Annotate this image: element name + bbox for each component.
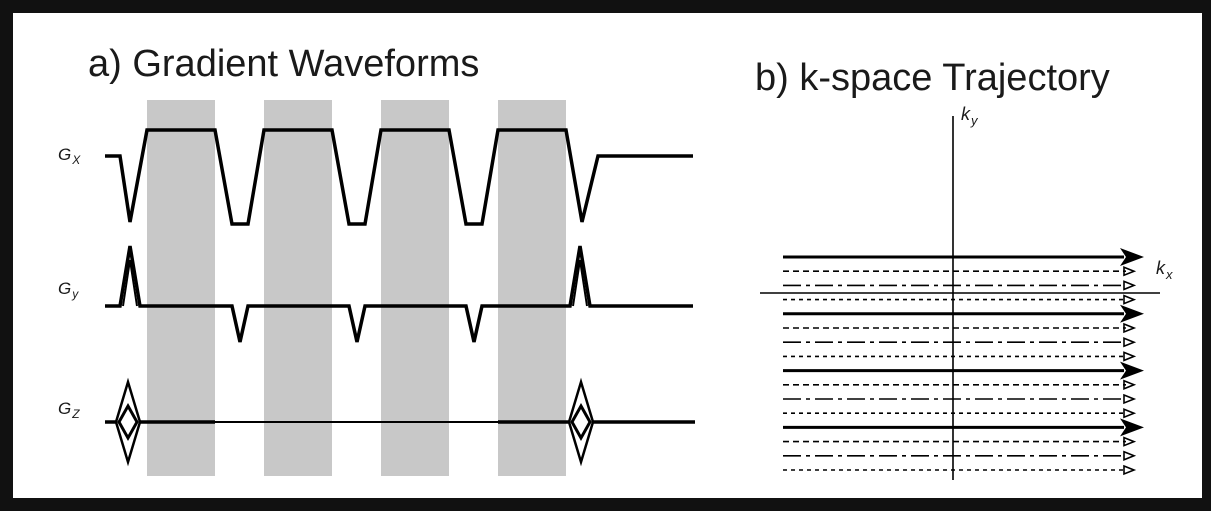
trajectory-arrowhead bbox=[1123, 408, 1137, 419]
trajectory-arrowhead bbox=[1120, 361, 1144, 380]
kspace-trajectory-panel: b) k-space Trajectory ky kx bbox=[755, 57, 1173, 480]
panel-a-title: a) Gradient Waveforms bbox=[88, 43, 479, 85]
trajectory-arrowhead bbox=[1123, 379, 1137, 390]
panel-b-title: b) k-space Trajectory bbox=[755, 57, 1110, 99]
gz-label: GZ bbox=[58, 399, 80, 421]
gy-label: Gy bbox=[58, 279, 79, 301]
readout-window-2 bbox=[264, 100, 332, 476]
trajectory-arrowhead bbox=[1123, 393, 1137, 405]
readout-windows bbox=[147, 100, 566, 476]
trajectory-arrowhead bbox=[1120, 248, 1144, 266]
trajectory-arrowhead bbox=[1123, 436, 1137, 447]
trajectory-arrowhead bbox=[1123, 294, 1137, 305]
trajectory-arrowhead bbox=[1123, 322, 1137, 334]
trajectory-arrowhead bbox=[1123, 280, 1137, 291]
trajectory-arrowhead bbox=[1123, 450, 1137, 461]
gy-waveform bbox=[105, 245, 693, 343]
trajectory-arrowhead bbox=[1120, 418, 1144, 437]
ky-axis-label: ky bbox=[961, 104, 979, 128]
readout-window-1 bbox=[147, 100, 215, 476]
kx-axis-label: kx bbox=[1156, 258, 1173, 282]
gx-label: GX bbox=[58, 145, 81, 167]
gy-rephaser-lobe bbox=[572, 259, 588, 307]
trajectory-arrowhead bbox=[1123, 351, 1137, 362]
trajectory-arrowhead bbox=[1123, 266, 1137, 277]
gy-prephaser-lobe bbox=[122, 259, 138, 307]
trajectory-arrowhead bbox=[1120, 304, 1144, 323]
gx-waveform bbox=[105, 128, 693, 226]
trajectory-lines bbox=[783, 248, 1144, 476]
readout-window-3 bbox=[381, 100, 449, 476]
readout-window-4 bbox=[498, 100, 566, 476]
gradient-waveforms-panel: a) Gradient Waveforms GX Gy GZ bbox=[58, 43, 695, 476]
gz-waveform bbox=[105, 377, 695, 467]
trajectory-arrowhead bbox=[1123, 464, 1137, 476]
trajectory-arrowhead bbox=[1123, 337, 1137, 348]
